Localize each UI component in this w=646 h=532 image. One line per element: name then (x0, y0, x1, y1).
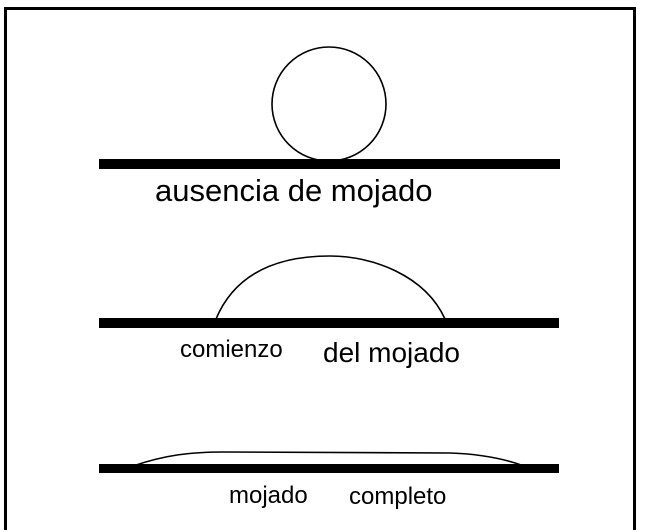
label-no-wetting: ausencia de mojado (155, 173, 432, 208)
substrate-bar (99, 318, 559, 328)
substrate-bar (99, 464, 559, 473)
label-full-wetting-left: mojado (229, 482, 308, 509)
panel-no-wetting: ausencia de mojado (99, 46, 560, 208)
label-full-wetting-right: completo (349, 483, 446, 510)
panel-full-wetting: mojado completo (99, 451, 559, 510)
droplet-film (132, 451, 525, 467)
label-wetting-start-right: del mojado (323, 337, 460, 368)
droplet-cap (215, 255, 446, 320)
substrate-bar (99, 159, 560, 169)
droplet-sphere (271, 46, 387, 162)
label-wetting-start-left: comienzo (180, 336, 283, 363)
diagram-frame (4, 7, 636, 530)
panel-wetting-start: comienzo del mojado (99, 255, 559, 368)
